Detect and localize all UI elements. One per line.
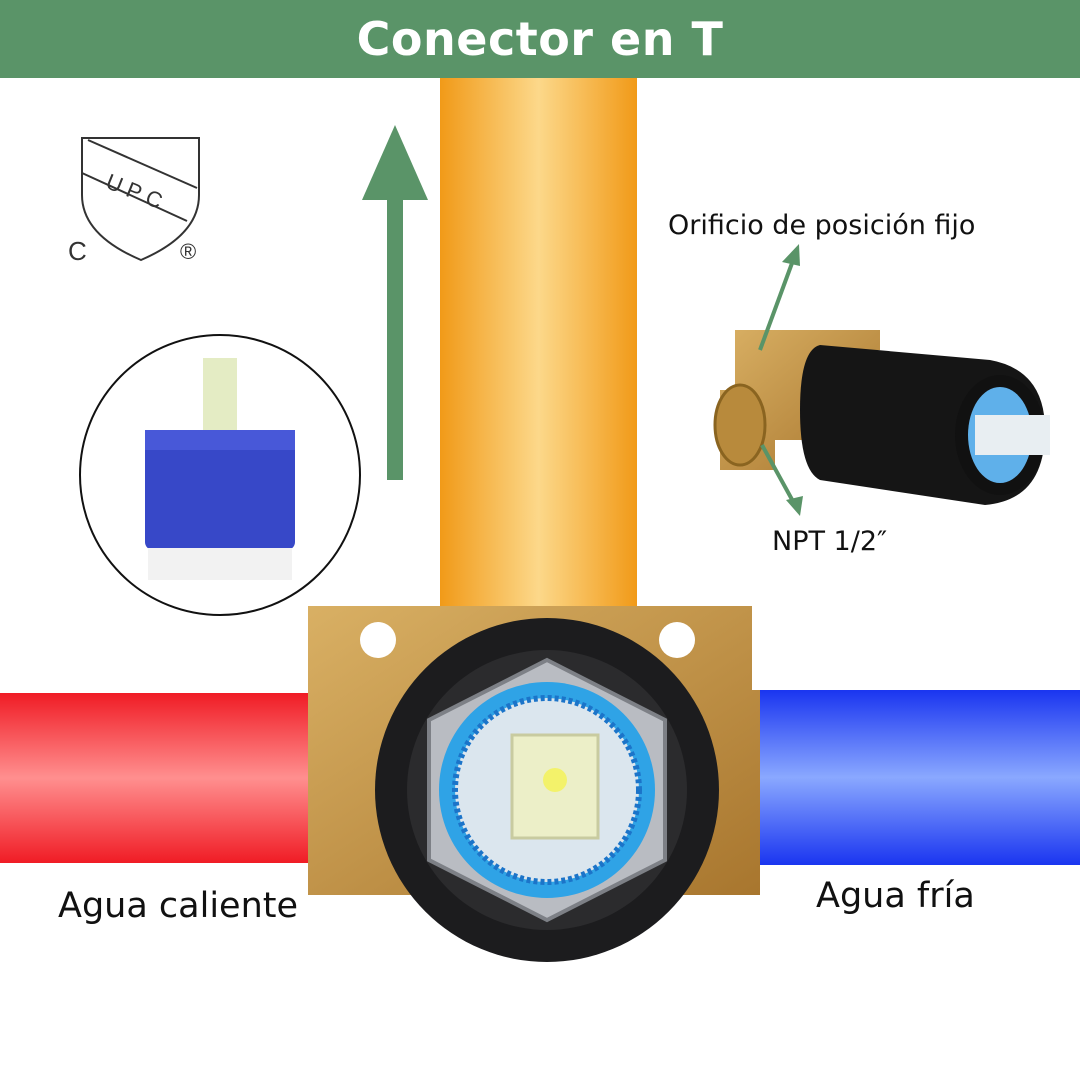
mounting-hole [360,622,396,658]
upc-logo-text: UPC [103,169,172,216]
upc-logo-c: C [68,236,87,266]
flow-arrow-icon [362,125,428,480]
cartridge-inset [79,334,361,616]
upc-certification-logo [81,137,200,262]
mounting-hole [659,622,695,658]
title-banner: Conector en T [0,0,1080,78]
hot-water-label: Agua caliente [58,886,299,926]
fixed-hole-label: Orificio de posición fijo [668,210,976,241]
page-title: Conector en T [356,12,724,66]
mixed-water-pipe [440,78,637,623]
hot-water-pipe [0,693,312,863]
thread-size-label: NPT 1/2″ [772,526,888,557]
cold-water-pipe [755,690,1080,865]
cold-water-label: Agua fría [816,876,975,916]
upc-logo-registered: ® [180,239,196,264]
valve-product-photo [713,244,1050,516]
